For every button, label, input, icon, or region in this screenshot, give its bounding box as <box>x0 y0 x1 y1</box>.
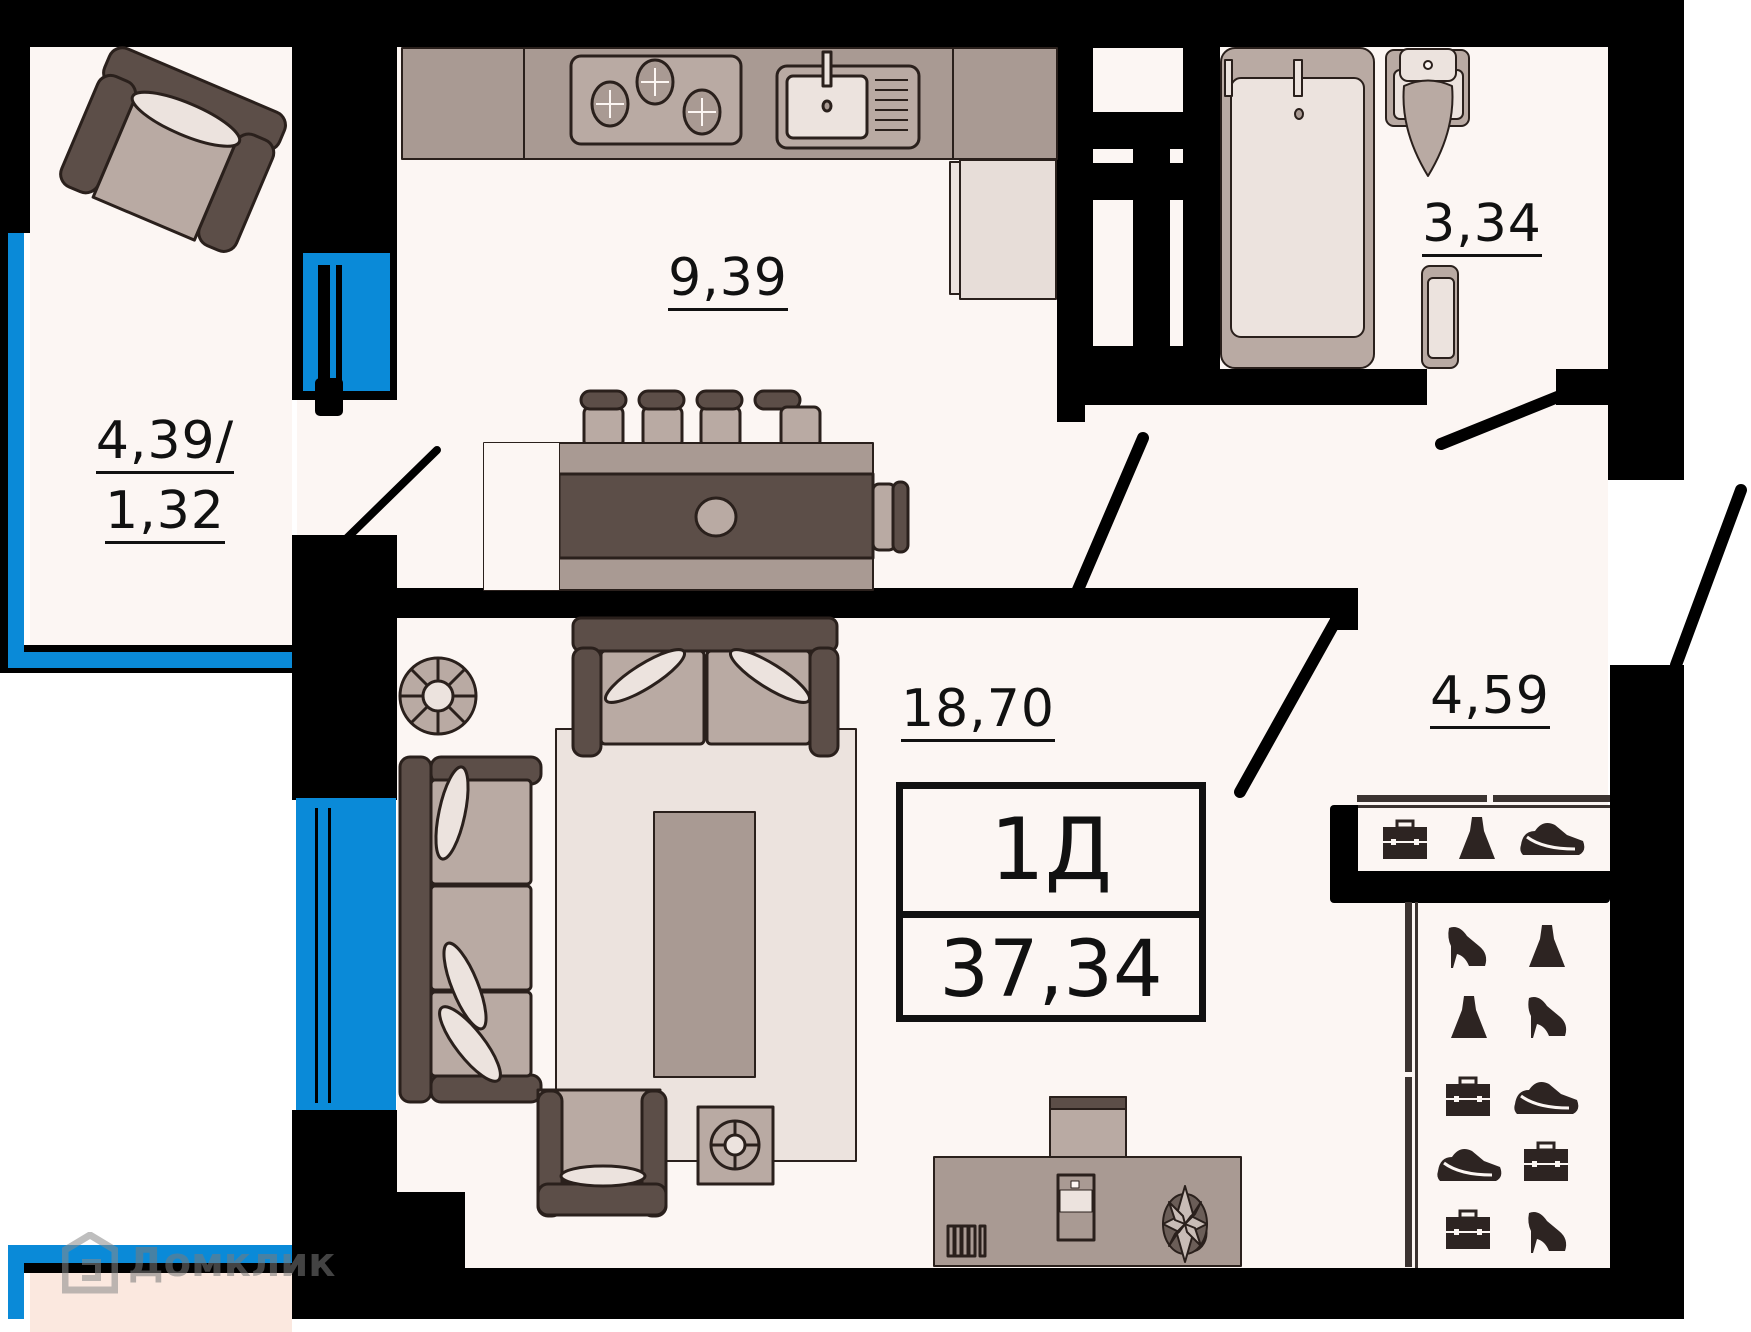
briefcase-icon <box>1444 1209 1492 1251</box>
briefcase-icon <box>1522 1141 1570 1183</box>
side-table-icon <box>696 1105 775 1186</box>
shaft-vent-1 <box>1093 48 1183 112</box>
balcony-left-wall <box>0 233 8 673</box>
entrance-door-swing <box>1670 484 1747 671</box>
balcony-area-line1: 4,39/ <box>95 415 235 474</box>
shaft-vent-3 <box>1170 149 1183 163</box>
dress-icon <box>1529 925 1565 967</box>
apartment-type: 1Д <box>903 789 1199 918</box>
living-window[interactable] <box>296 798 396 1110</box>
bathroom-door-swing <box>1435 390 1566 450</box>
bottom-outer-wall <box>292 1268 1684 1319</box>
toilet-bowl-icon <box>1402 79 1454 177</box>
domclick-logo-icon <box>62 1232 118 1294</box>
right-outer-wall-lower <box>1610 665 1684 1319</box>
kitchen-window-mullion-2 <box>336 265 342 385</box>
high-heel-icon <box>1528 1212 1567 1253</box>
briefcase-icon <box>1381 819 1429 861</box>
balcony-area-line2: 1,32 <box>105 485 225 544</box>
watermark-text: Домклик <box>128 1240 336 1286</box>
kitchen-window[interactable] <box>303 253 390 391</box>
kitchen-area-label: 9,39 <box>648 252 808 311</box>
kitchen-window-handle <box>315 378 343 416</box>
wardrobe-rail <box>1357 795 1487 802</box>
sneaker-icon <box>1512 1080 1580 1116</box>
balcony-area-label: 4,39/ <box>80 415 250 474</box>
living-area-label: 18,70 <box>888 683 1068 742</box>
apartment-total-area: 37,34 <box>939 925 1163 1015</box>
books-icon <box>946 1224 987 1258</box>
coffee-table-icon <box>653 811 756 1078</box>
sneaker-icon <box>1518 821 1586 857</box>
balcony-window-bottom <box>8 652 292 668</box>
bathroom-bottom-wall-left <box>1057 369 1427 405</box>
balcony-door-swing <box>343 446 441 542</box>
shaft-vent-2 <box>1093 149 1133 163</box>
briefcase-icon <box>1444 1076 1492 1118</box>
dress-icon <box>1451 996 1487 1038</box>
shaft-vent-5 <box>1170 200 1183 346</box>
shaft-vent-4 <box>1093 200 1133 346</box>
top-outer-wall <box>0 0 1684 47</box>
watermark: Домклик <box>62 1232 335 1294</box>
balcony-area-label-2: 1,32 <box>80 485 250 544</box>
right-outer-wall-upper <box>1608 0 1684 480</box>
apartment-badge: 1Д 37,34 <box>896 782 1206 1022</box>
kitchen-living-divider <box>397 588 1358 618</box>
living-window-mullion <box>315 808 318 1103</box>
high-heel-icon <box>1528 997 1567 1038</box>
hallway-area-label: 4,59 <box>1410 670 1570 729</box>
bathroom-area-label: 3,34 <box>1402 198 1562 257</box>
dress-icon <box>1459 817 1495 859</box>
plant-icon <box>1162 1185 1208 1263</box>
window-sill-kitchen <box>297 400 397 535</box>
kitchen-window-mullion <box>318 265 330 400</box>
table-vase-icon <box>694 496 738 538</box>
lower-balcony-wall <box>24 1263 292 1273</box>
high-heel-icon <box>1448 927 1487 968</box>
living-window-mullion-2 <box>328 808 331 1103</box>
lower-balcony-window-side <box>8 1245 24 1319</box>
balcony-window <box>8 233 24 658</box>
balcony-armchair-icon <box>59 46 287 253</box>
loveseat-icon <box>571 616 840 758</box>
lower-balcony-window <box>8 1245 292 1267</box>
floor-lamp-icon <box>398 656 478 736</box>
sneaker-icon <box>1435 1147 1503 1183</box>
left-wall-mid <box>292 535 397 800</box>
balcony-top-wall <box>0 0 30 233</box>
living-armchair-icon <box>536 1088 668 1218</box>
dining-chair-icon <box>582 405 742 449</box>
living-door-swing <box>1234 616 1341 798</box>
kitchen-door-swing <box>1071 432 1149 598</box>
